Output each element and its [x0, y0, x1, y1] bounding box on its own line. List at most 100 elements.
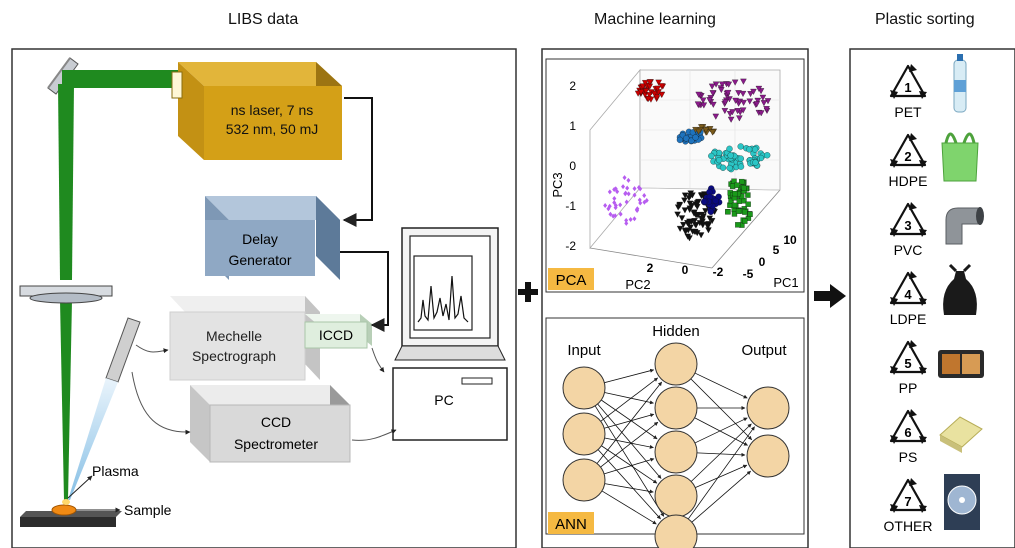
ann-edge — [604, 413, 655, 429]
pca-z-tick: 1 — [569, 119, 576, 133]
pca-point — [638, 200, 643, 206]
pca-point — [739, 90, 747, 97]
food-tray-icon — [938, 350, 984, 378]
ann-node — [654, 342, 698, 386]
pca-point — [632, 186, 637, 192]
pca-point — [701, 198, 708, 205]
pca-z-ticks: 210-1-2 — [565, 79, 576, 253]
pca-point — [639, 83, 647, 90]
pca-point — [752, 159, 759, 166]
right-arrow-icon — [814, 284, 846, 308]
pca-point — [731, 202, 738, 209]
pca-z-tick: 0 — [569, 159, 576, 173]
ann-edges — [594, 368, 755, 525]
pca-point — [734, 182, 740, 188]
pca-point — [726, 164, 733, 172]
resin-name: PVC — [894, 242, 923, 258]
pca-point — [644, 198, 649, 204]
pca-point — [736, 115, 743, 122]
mechelle-spectrograph-box: Mechelle Spectrograph — [169, 296, 320, 381]
iccd-to-pc — [371, 347, 385, 373]
ann-edge — [596, 381, 663, 464]
delay-generator-box: Delay Generator — [205, 196, 340, 280]
ann-edge — [696, 452, 746, 457]
pca-point — [737, 155, 744, 162]
plasma-label: Plasma — [92, 463, 139, 479]
spectrum-plot-icon — [417, 275, 469, 323]
ann-edge — [594, 405, 665, 517]
fiber-to-spectrograph — [135, 344, 169, 354]
pca-tag-label: PCA — [556, 272, 587, 289]
pca-point — [750, 88, 757, 95]
pc-tower: PC — [392, 367, 508, 441]
ann-edge — [695, 464, 748, 488]
pca-point — [618, 202, 623, 208]
pca-point — [737, 143, 744, 150]
ann-edge — [597, 403, 662, 479]
pca-point — [745, 201, 751, 207]
pca-point — [699, 218, 706, 225]
pca-point — [680, 222, 687, 228]
pca-scatter-points — [603, 78, 772, 242]
pca-point — [735, 222, 741, 228]
pipe-elbow-icon — [945, 207, 984, 245]
pca-z-tick: 2 — [569, 79, 576, 93]
iccd-box: ICCD — [304, 314, 372, 349]
pca-point — [683, 135, 690, 142]
pca-point — [642, 88, 650, 95]
pca-point — [754, 97, 762, 104]
pca-point — [691, 229, 699, 235]
recycling-symbol-icon — [889, 64, 927, 99]
pca-point — [702, 208, 709, 215]
pca-point — [698, 192, 705, 199]
pca-point — [764, 152, 771, 159]
pca-point — [727, 152, 734, 159]
pca-point — [702, 127, 710, 134]
laser-beam-horizontal — [62, 70, 182, 88]
resin-code: 5 — [904, 356, 911, 371]
pca-pc1-tick: -5 — [743, 267, 754, 281]
resin-code: 6 — [904, 425, 911, 440]
pca-point — [625, 185, 630, 191]
pca-point — [613, 186, 618, 192]
pca-point — [623, 190, 628, 196]
ccd-to-pc — [351, 429, 397, 441]
pca-point — [654, 85, 661, 92]
plasma-light-cone — [68, 378, 118, 500]
trash-bag-icon — [943, 263, 977, 315]
delay-label-1: Delay — [242, 231, 278, 247]
pca-point — [676, 202, 683, 209]
pca-point — [746, 146, 753, 153]
resin-code: 4 — [904, 287, 912, 302]
ann-edge — [690, 378, 753, 441]
pca-point — [689, 192, 696, 199]
pca-point — [695, 128, 702, 135]
header-ml: Machine learning — [594, 11, 716, 28]
recycling-symbol-icon — [889, 340, 927, 375]
pca-point — [704, 223, 712, 230]
pca-point — [741, 185, 747, 191]
pca-pc2-tick: 2 — [647, 261, 654, 275]
pca-point — [721, 108, 729, 115]
delay-label-2: Generator — [228, 252, 291, 268]
pca-point — [699, 97, 707, 104]
pca-point — [729, 183, 736, 189]
ann-edge — [600, 421, 659, 468]
pca-z-tick: -2 — [565, 239, 576, 253]
sorting-frame — [849, 48, 1015, 548]
focusing-lens — [19, 285, 113, 304]
pca-point — [608, 211, 613, 217]
pca-point — [700, 102, 708, 109]
fiber-to-ccd — [131, 371, 191, 435]
pca-point — [697, 232, 705, 239]
pca-point — [708, 218, 716, 225]
pca-point — [681, 197, 688, 204]
ann-edge — [694, 372, 748, 399]
pca-point — [759, 94, 767, 101]
pca-point — [691, 218, 698, 225]
